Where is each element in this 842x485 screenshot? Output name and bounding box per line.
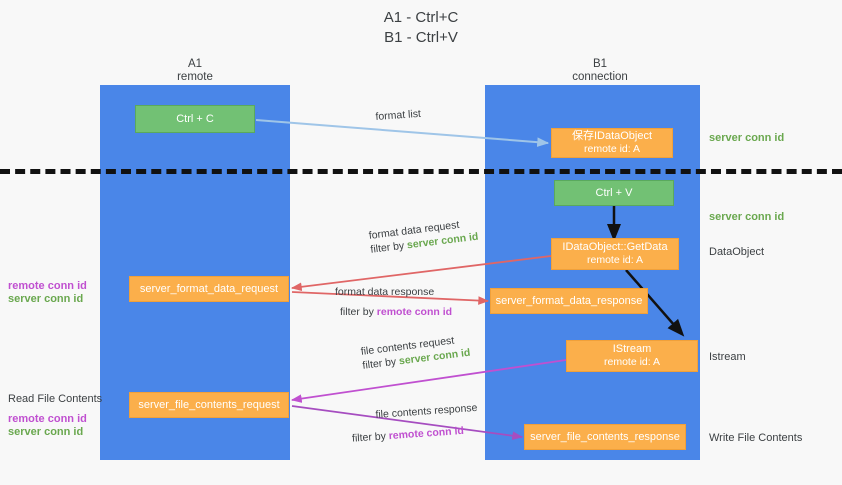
arrow-file-contents-response [291,405,524,440]
edge-label-file-contents-response: file contents response filter by remote … [351,401,478,445]
annotation-server-conn-id-top: server conn id [709,132,785,144]
box-server-format-data-request-label: server_format_data_request [139,282,279,295]
box-server-file-contents-response[interactable]: server_file_contents_response [524,424,686,450]
box-getdata-line2: remote id: A [586,254,644,266]
annotation-dataobject: DataObject [709,246,765,258]
box-ctrl-v-label: Ctrl + V [595,186,633,199]
box-save-idataobject[interactable]: 保存IDataObject remote id: A [551,128,673,158]
box-getdata[interactable]: IDataObject::GetData remote id: A [551,238,679,270]
arrow-file-contents-request [290,359,567,403]
box-save-idataobject-line2: remote id: A [583,143,641,155]
annotation-remote-conn-id-1: remote conn id [8,280,87,292]
annotation-server-conn-id-1: server conn id [8,293,84,305]
arrow-getdata-to-istream [625,269,685,337]
box-server-file-contents-request-label: server_file_contents_request [138,398,280,411]
box-server-format-data-response[interactable]: server_format_data_response [490,288,648,314]
box-istream[interactable]: IStream remote id: A [566,340,698,372]
key-remote-conn-id: remote conn id [376,306,453,318]
box-server-file-contents-response-label: server_file_contents_response [530,430,680,443]
lane-a1-role: remote [177,71,213,83]
box-server-format-data-response-label: server_format_data_response [495,294,643,307]
lane-header-a1: A1 remote [140,58,250,84]
phase-separator [0,169,842,174]
box-server-file-contents-request[interactable]: server_file_contents_request [129,392,289,418]
box-istream-line2: remote id: A [603,356,661,368]
lane-a1-name: A1 [187,58,203,70]
box-save-idataobject-line1: 保存IDataObject [571,130,653,142]
annotation-read-file-contents: Read File Contents [8,393,103,405]
annotation-server-conn-id-mid: server conn id [709,211,785,223]
lane-header-b1: B1 connection [540,58,660,84]
box-ctrl-v[interactable]: Ctrl + V [554,180,674,206]
arrow-format-list [255,119,550,147]
title-line-2: B1 - Ctrl+V [384,29,458,46]
annotation-istream: Istream [709,351,746,363]
box-getdata-line1: IDataObject::GetData [562,241,668,253]
lane-b1-name: B1 [592,58,608,70]
diagram-title: A1 - Ctrl+C B1 - Ctrl+V [0,8,842,48]
lane-b1-role: connection [572,71,628,83]
box-ctrl-c-label: Ctrl + C [176,112,214,125]
annotation-remote-conn-id-2: remote conn id [8,413,87,425]
box-ctrl-c[interactable]: Ctrl + C [135,105,255,133]
edge-label-format-data-response: format data response filter by remote co… [335,286,453,318]
annotation-server-conn-id-2: server conn id [8,426,84,438]
box-server-format-data-request[interactable]: server_format_data_request [129,276,289,302]
title-line-1: A1 - Ctrl+C [383,9,459,26]
edge-filter-format-data-response: filter by remote conn id [340,306,453,318]
annotation-write-file-contents: Write File Contents [709,432,803,444]
arrow-format-data-request [290,255,552,292]
box-istream-line1: IStream [612,343,652,355]
arrow-format-data-response [291,291,490,305]
